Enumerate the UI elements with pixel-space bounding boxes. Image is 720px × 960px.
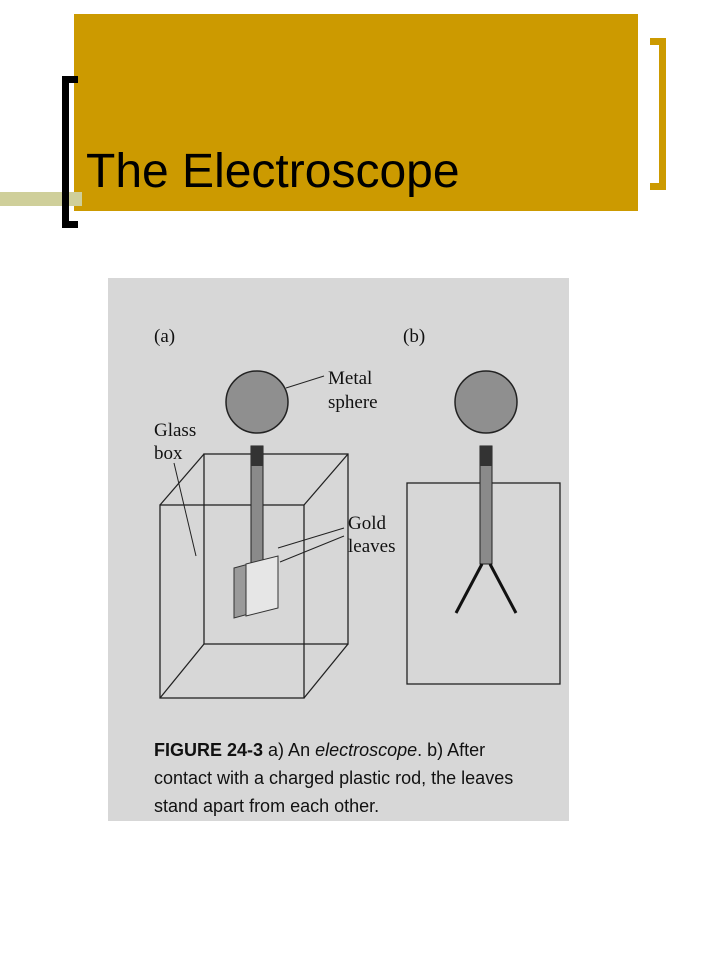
glass-box (159, 453, 349, 699)
caption-line1-italic: electroscope (315, 740, 417, 760)
title-band (74, 14, 638, 211)
right-bracket-decoration (650, 38, 666, 190)
caption-line1-pre: a) An (268, 740, 315, 760)
caption-line-1: FIGURE 24-3 a) An electroscope. b) After (154, 740, 485, 760)
sphere-label-line2: sphere (328, 392, 378, 413)
metal-label-line1: Metal (328, 368, 372, 389)
figure-caption: FIGURE 24-3 a) An electroscope. b) After… (154, 740, 513, 816)
figure-panel: (a) (b) Metal sphere Glass (108, 278, 569, 821)
panel-a-label: (a) (154, 326, 175, 347)
caption-line-2: contact with a charged plastic rod, the … (154, 768, 513, 788)
metal-sphere (225, 370, 289, 434)
leaves-leader-line-2 (279, 535, 345, 563)
rod-insulator-b (480, 446, 492, 466)
decorative-bar (0, 192, 82, 206)
metal-sphere-b (454, 370, 518, 434)
left-bracket-decoration (62, 76, 78, 228)
box-label-line2: box (154, 443, 183, 464)
rod-insulator (251, 446, 263, 466)
gold-label-line1: Gold (348, 513, 387, 534)
leaf-right-b (488, 563, 518, 614)
caption-figure-number: FIGURE 24-3 (154, 740, 263, 760)
leaf-left-b (454, 563, 484, 614)
caption-line-3: stand apart from each other. (154, 796, 379, 816)
slide-title: The Electroscope (86, 145, 460, 198)
glass-box-leader-line (173, 462, 197, 557)
gold-leaf-front (245, 555, 279, 617)
caption-line1-post: . b) After (417, 740, 485, 760)
electroscope-diagram: (a) (b) Metal sphere Glass (154, 326, 561, 816)
leaves-label-line2: leaves (348, 536, 395, 557)
leaves-leader-line-1 (277, 527, 345, 549)
glass-label-line1: Glass (154, 420, 196, 441)
sphere-leader-line (285, 375, 325, 389)
panel-b-label: (b) (403, 326, 425, 347)
